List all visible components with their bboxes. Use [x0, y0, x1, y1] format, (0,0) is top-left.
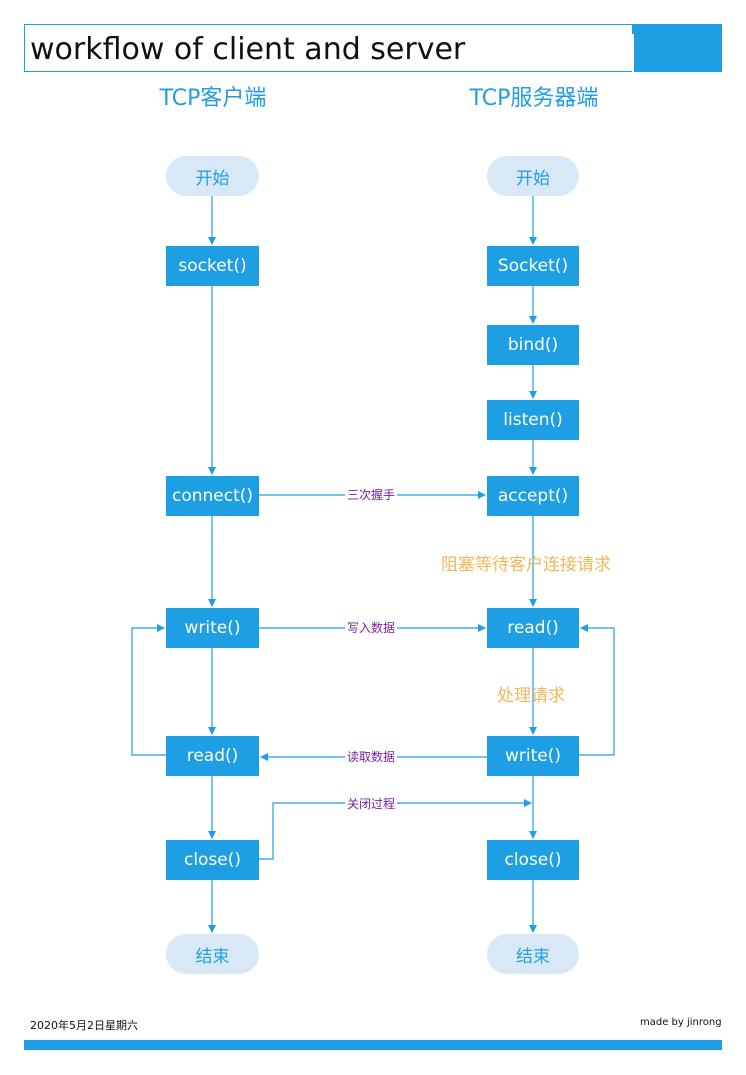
client-start-node: 开始	[166, 156, 259, 196]
annotation-process-request: 处理请求	[497, 686, 565, 706]
server-end-node: 结束	[487, 934, 579, 974]
client-read-node: read()	[166, 736, 259, 776]
server-header: TCP服务器端	[469, 86, 599, 111]
client-end-node: 结束	[166, 934, 259, 974]
server-listen-node: listen()	[487, 400, 579, 440]
server-write-node: write()	[487, 736, 579, 776]
server-accept-node: accept()	[487, 476, 579, 516]
edge-server-loop	[579, 624, 615, 756]
diagram-title: workflow of client and server	[30, 32, 466, 67]
edge-label-handshake: 三次握手	[345, 488, 398, 502]
edge-label-read-data: 读取数据	[345, 750, 398, 764]
client-connect-node: connect()	[166, 476, 259, 516]
server-socket-node: Socket()	[487, 246, 579, 286]
title-box	[24, 24, 632, 72]
edge-close-process	[259, 799, 532, 860]
footer-bar	[24, 1040, 722, 1050]
footer-author: made by jinrong	[640, 1017, 722, 1028]
server-close-node: close()	[487, 840, 579, 880]
client-close-node: close()	[166, 840, 259, 880]
server-start-node: 开始	[487, 156, 579, 196]
edge-label-close-process: 关闭过程	[345, 797, 398, 811]
annotation-block-wait: 阻塞等待客户连接请求	[441, 555, 611, 575]
edge-label-write-data: 写入数据	[345, 621, 398, 635]
server-read-node: read()	[487, 608, 579, 648]
client-write-node: write()	[166, 608, 259, 648]
client-header: TCP客户端	[159, 86, 267, 111]
client-socket-node: socket()	[166, 246, 259, 286]
footer-date: 2020年5月2日星期六	[30, 1019, 138, 1032]
edge-client-loop	[131, 624, 166, 756]
title-decor-block	[634, 34, 722, 72]
server-bind-node: bind()	[487, 325, 579, 365]
